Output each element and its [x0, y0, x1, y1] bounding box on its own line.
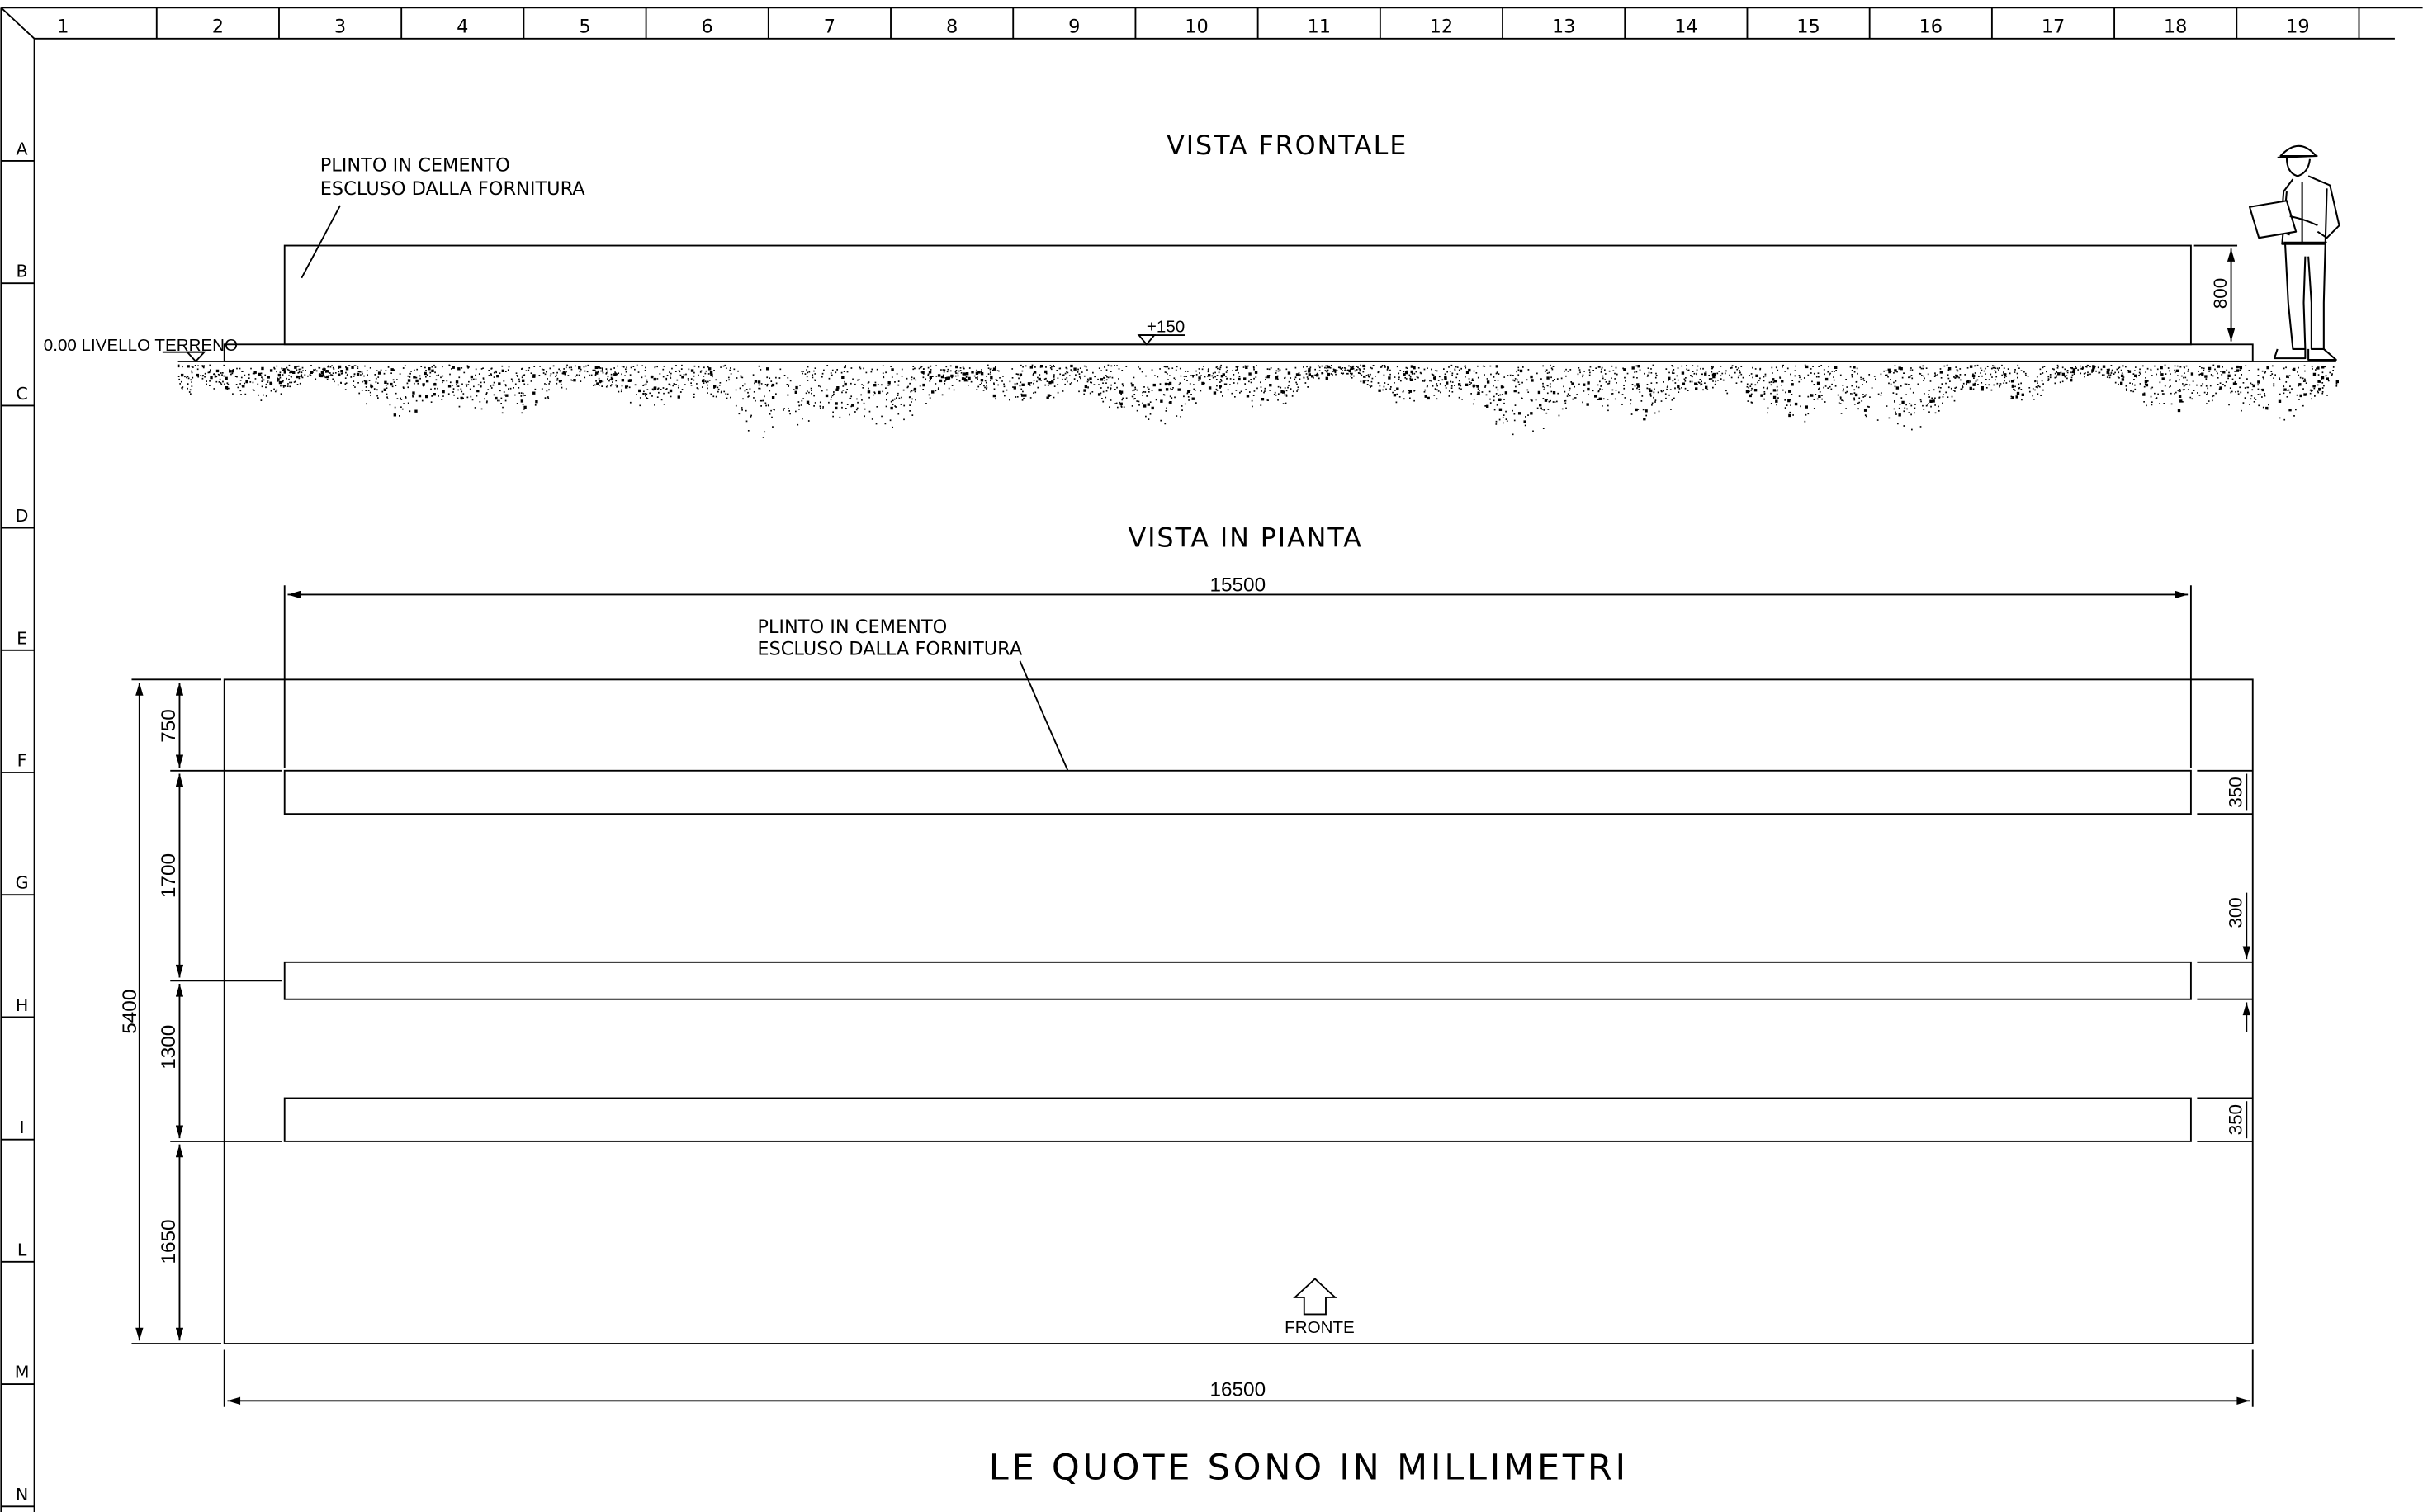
column-label: 7: [824, 16, 835, 37]
dim-1700: 1700: [158, 853, 180, 898]
column-label: 6: [702, 16, 713, 37]
plan-view-title: VISTA IN PIANTA: [1129, 522, 1363, 553]
column-label: 15: [1796, 16, 1820, 37]
row-label: F: [17, 751, 27, 771]
front-note-leader: [301, 205, 341, 279]
dim-300: 300: [2226, 897, 2246, 928]
dim-1650: 1650: [158, 1219, 180, 1264]
column-label: 4: [457, 16, 468, 37]
plan-note-leader: [1019, 660, 1069, 772]
row-label: N: [16, 1485, 28, 1505]
front-note-line2: ESCLUSO DALLA FORNITURA: [320, 178, 586, 200]
row-label: B: [17, 262, 28, 281]
column-label: 17: [2042, 16, 2066, 37]
plan-outer-slab: [223, 678, 2254, 1344]
dim-16500: 16500: [1210, 1379, 1266, 1401]
column-label: 11: [1307, 16, 1331, 37]
worker-figure: [2248, 144, 2340, 361]
row-label: A: [17, 139, 28, 159]
front-concrete-plinth: [223, 343, 2254, 362]
front-note-line1: PLINTO IN CEMENTO: [320, 155, 510, 177]
column-label: 8: [946, 16, 958, 37]
plan-note-line1: PLINTO IN CEMENTO: [757, 617, 947, 638]
dim-1300: 1300: [158, 1025, 180, 1070]
plan-plinth-3: [283, 1097, 2192, 1142]
row-label: M: [15, 1363, 30, 1382]
column-label: 1: [57, 16, 69, 37]
column-label: 3: [334, 16, 346, 37]
ground-level-label: 0.00 LIVELLO TERRENO: [44, 336, 238, 355]
column-label: 16: [1919, 16, 1943, 37]
column-label: 10: [1185, 16, 1209, 37]
front-label: FRONTE: [1285, 1318, 1355, 1337]
column-label: 13: [1552, 16, 1576, 37]
row-label: H: [16, 995, 28, 1015]
row-grid: A B C D E F G H I L M N: [1, 139, 35, 1508]
front-arrow-icon: [1293, 1278, 1337, 1316]
column-label: 2: [212, 16, 224, 37]
gravel-dots: [177, 364, 2339, 438]
column-label: 9: [1068, 16, 1080, 37]
column-label: 18: [2164, 16, 2188, 37]
column-label: 14: [1674, 16, 1698, 37]
units-note: LE QUOTE SONO IN MILLIMETRI: [989, 1448, 1629, 1489]
front-view-title: VISTA FRONTALE: [1167, 130, 1408, 161]
column-label: 5: [579, 16, 590, 37]
height-dim-800: 800: [2210, 278, 2231, 309]
plan-plinth-2: [283, 961, 2192, 1000]
dim-5400: 5400: [119, 990, 141, 1034]
dim-15500: 15500: [1210, 574, 1266, 597]
row-label: D: [16, 506, 29, 526]
dim-750: 750: [158, 709, 180, 743]
ground-gravel-hatch: [177, 364, 2339, 438]
column-label: 12: [1430, 16, 1454, 37]
row-label: E: [17, 628, 27, 648]
plinth-level-triangle: [1137, 334, 1157, 346]
ground-level-triangle: [185, 351, 206, 363]
plan-note-line2: ESCLUSO DALLA FORNITURA: [757, 638, 1023, 659]
sheet-frame: [0, 7, 2423, 1512]
dim-350-bottom: 350: [2226, 1104, 2246, 1135]
row-label: I: [20, 1117, 25, 1137]
row-label: L: [17, 1240, 27, 1259]
right-dim-extensions: [2197, 769, 2253, 1142]
plinth-level-label: +150: [1147, 317, 1185, 336]
row-label: G: [16, 873, 29, 893]
row-label: C: [16, 384, 27, 404]
left-dim-extensions: [131, 678, 282, 1344]
dim-350-top: 350: [2226, 777, 2246, 807]
front-structure-outline: [283, 244, 2192, 346]
column-label: 19: [2286, 16, 2310, 37]
plan-plinth-1: [283, 769, 2192, 815]
